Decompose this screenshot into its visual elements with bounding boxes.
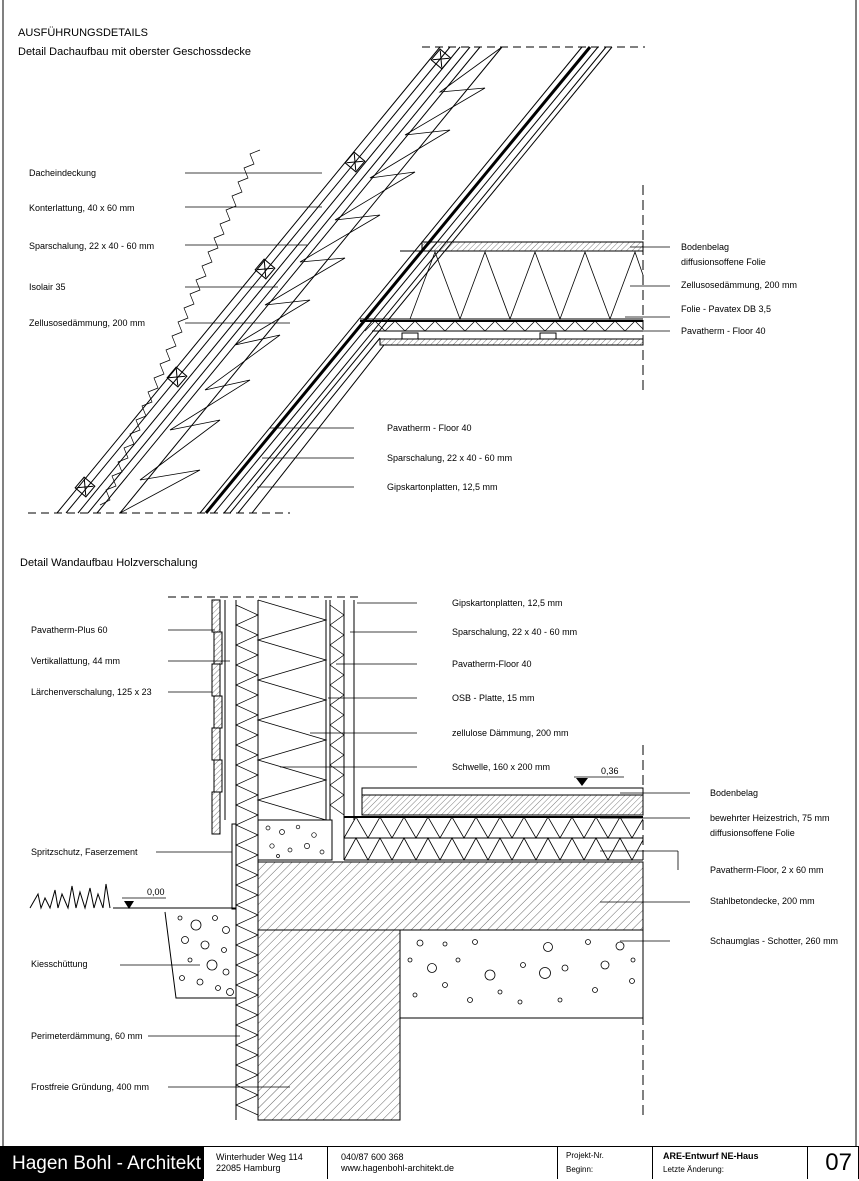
wall-label: Pavatherm-Floor, 2 x 60 mm xyxy=(710,865,824,875)
roof-label: Dacheindeckung xyxy=(29,168,97,178)
project-info-cell: Projekt-Nr. Beginn: xyxy=(557,1146,653,1179)
detail-roof-title: Detail Dachaufbau mit oberster Geschossd… xyxy=(18,46,251,58)
ground-level-value: 0,00 xyxy=(147,887,165,897)
wall-label: bewehrter Heizestrich, 75 mm xyxy=(710,813,830,823)
address-cell: Winterhuder Weg 114 22085 Hamburg xyxy=(203,1146,328,1179)
wall-label: Schaumglas - Schotter, 260 mm xyxy=(710,936,839,946)
wall-label: Pavatherm-Floor 40 xyxy=(452,659,532,669)
page-number-cell: 07 xyxy=(807,1146,859,1179)
title-block: Hagen Bohl - Architekt Winterhuder Weg 1… xyxy=(0,1146,859,1181)
start-label: Beginn: xyxy=(566,1165,594,1174)
construction-detail-drawing xyxy=(2,0,857,1146)
section-title: AUSFÜHRUNGSDETAILS xyxy=(18,27,148,39)
brand-name: Hagen Bohl - Architekt xyxy=(0,1146,203,1181)
wall-label: Stahlbetondecke, 200 mm xyxy=(710,896,815,906)
wall-label: Perimeterdämmung, 60 mm xyxy=(31,1031,143,1041)
roof-label: Sparschalung, 22 x 40 - 60 mm xyxy=(387,453,513,463)
wall-label: Spritzschutz, Faserzement xyxy=(31,847,138,857)
contact-cell: 040/87 600 368 www.hagenbohl-architekt.d… xyxy=(327,1146,558,1179)
wall-label: Schwelle, 160 x 200 mm xyxy=(452,762,551,772)
floor-level-value: 0,36 xyxy=(601,766,619,776)
address-street: Winterhuder Weg 114 xyxy=(216,1152,303,1162)
wall-label: Pavatherm-Plus 60 xyxy=(31,625,108,635)
wall-label: Bodenbelag xyxy=(710,788,759,798)
wall-label: OSB - Platte, 15 mm xyxy=(452,693,535,703)
roof-label: Pavatherm - Floor 40 xyxy=(681,326,766,336)
roof-label: Gipskartonplatten, 12,5 mm xyxy=(387,482,498,492)
wall-label: Kiesschüttung xyxy=(31,959,88,969)
project-name-cell: ARE-Entwurf NE-Haus Letzte Änderung: xyxy=(652,1146,808,1179)
wall-label: Vertikallattung, 44 mm xyxy=(31,656,121,666)
roof-label: Folie - Pavatex DB 3,5 xyxy=(681,304,772,314)
roof-label: Isolair 35 xyxy=(29,282,66,292)
wall-label: Frostfreie Gründung, 400 mm xyxy=(31,1082,150,1092)
wall-label: Sparschalung, 22 x 40 - 60 mm xyxy=(452,627,578,637)
roof-label: Sparschalung, 22 x 40 - 60 mm xyxy=(29,241,155,251)
phone-number: 040/87 600 368 xyxy=(341,1152,404,1162)
roof-label: Zellusosedämmung, 200 mm xyxy=(29,318,146,328)
detail-wall-title: Detail Wandaufbau Holzverschalung xyxy=(20,557,198,569)
roof-label: Zellusosedämmung, 200 mm xyxy=(681,280,798,290)
wall-label: zellulose Dämmung, 200 mm xyxy=(452,728,569,738)
project-name: ARE-Entwurf NE-Haus xyxy=(663,1151,759,1161)
roof-label: diffusionsoffene Folie xyxy=(681,257,766,267)
website: www.hagenbohl-architekt.de xyxy=(341,1163,455,1173)
wall-label: Lärchenverschalung, 125 x 23 xyxy=(31,687,152,697)
roof-label: Pavatherm - Floor 40 xyxy=(387,423,472,433)
roof-label: Bodenbelag xyxy=(681,242,730,252)
roof-label: Konterlattung, 40 x 60 mm xyxy=(29,203,135,213)
wall-detail xyxy=(29,596,690,1121)
roof-detail xyxy=(28,46,670,514)
wall-label: diffusionsoffene Folie xyxy=(710,828,795,838)
wall-label: Gipskartonplatten, 12,5 mm xyxy=(452,598,563,608)
project-no-label: Projekt-Nr. xyxy=(566,1151,604,1160)
address-city: 22085 Hamburg xyxy=(216,1163,281,1173)
page-number: 07 xyxy=(825,1149,852,1176)
last-change-label: Letzte Änderung: xyxy=(663,1165,724,1174)
